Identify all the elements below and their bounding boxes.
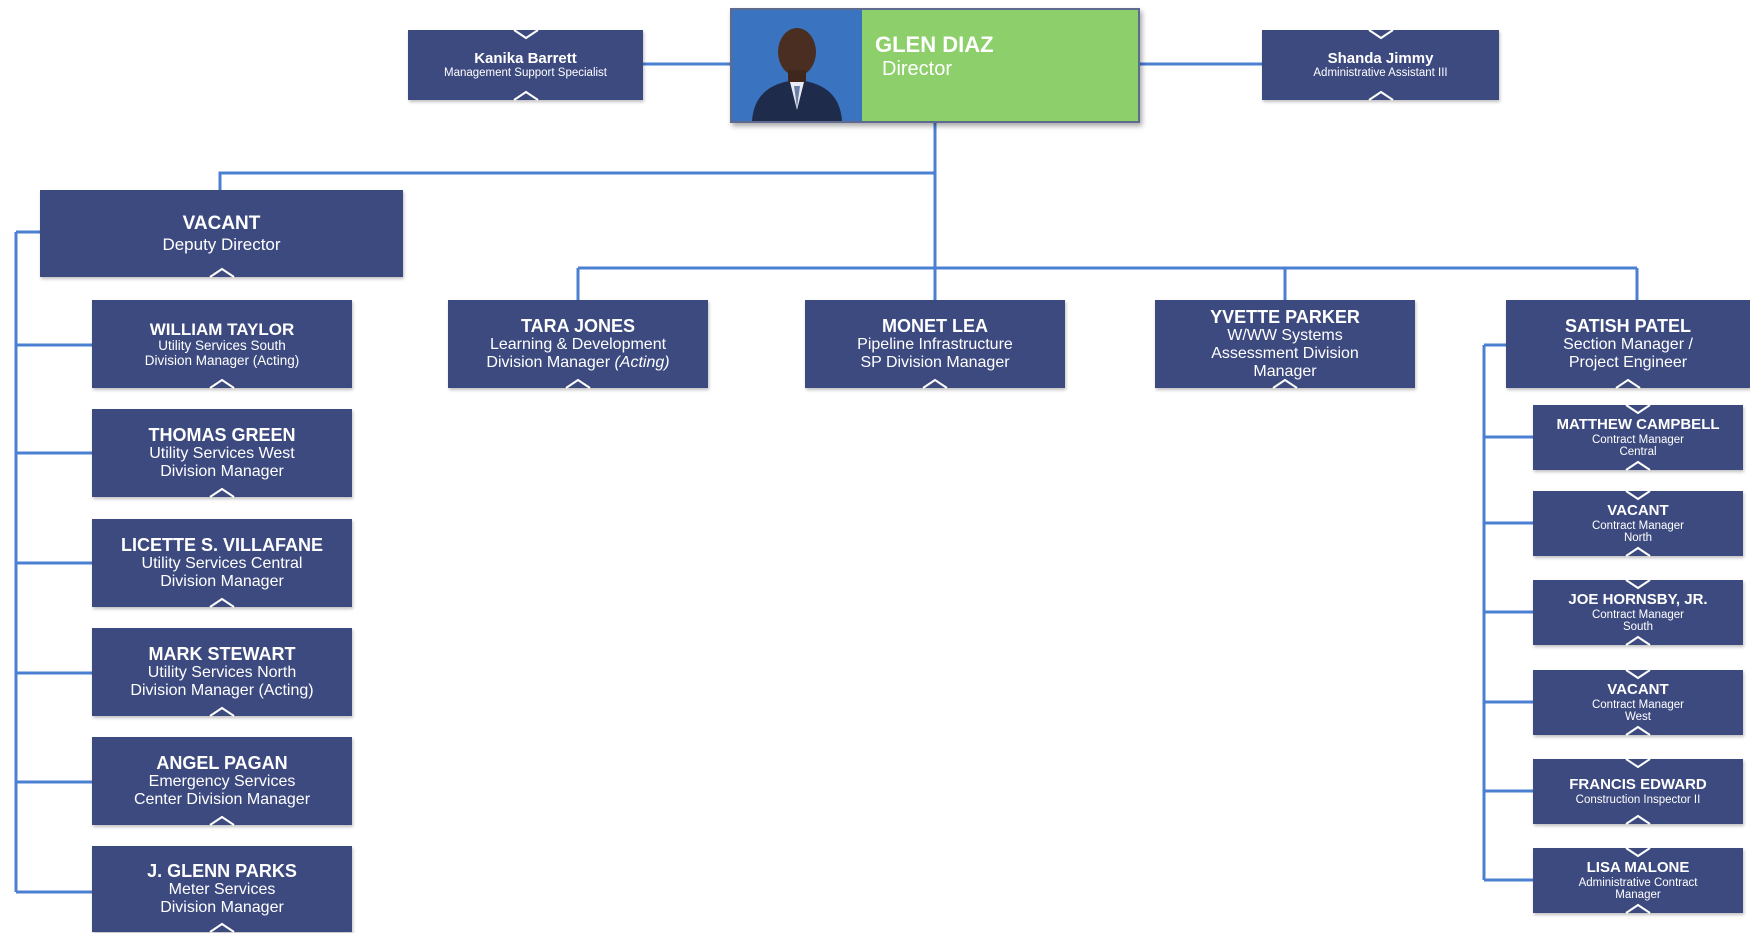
section-report-name: VACANT [1607,502,1669,520]
staff-card-right: Shanda Jimmy Administrative Assistant II… [1262,29,1499,101]
report-title: Emergency Services [148,773,296,791]
section-report-name: LISA MALONE [1586,859,1690,877]
report-title-line2: Division Manager [160,573,284,591]
division-manager-card: YVETTE PARKER W/WW Systems Assessment Di… [1155,300,1415,389]
director-card: GLEN DIAZ Director [730,8,1140,123]
division-manager-card: TARA JONES Learning & Development Divisi… [448,300,708,389]
director-photo [732,10,862,121]
section-report-title: Construction Inspector II [1575,793,1701,806]
section-report-card: VACANT Contract Manager West [1533,669,1743,736]
report-title: Utility Services North [147,664,297,682]
section-report-card: JOE HORNSBY, JR. Contract Manager South [1533,579,1743,646]
staff-title: Management Support Specialist [443,67,607,80]
manager-name: MONET LEA [882,316,988,337]
manager-title-line2: SP Division Manager [860,354,1010,372]
section-report-card: VACANT Contract Manager North [1533,490,1743,557]
report-title-line2: Division Manager (Acting) [144,352,300,368]
section-report-name: JOE HORNSBY, JR. [1568,591,1708,609]
deputy-report-card: ANGEL PAGAN Emergency Services Center Di… [92,737,352,826]
staff-name: Kanika Barrett [474,49,577,67]
person-portrait-icon [732,10,862,121]
deputy-report-card: THOMAS GREEN Utility Services West Divis… [92,409,352,498]
section-report-title: Contract Manager [1591,698,1685,711]
report-title-line2: Division Manager [160,899,284,917]
manager-title-line3: Manager [1253,363,1317,381]
manager-title: Learning & Development [489,336,667,354]
section-report-title-line2: Manager [1615,888,1661,901]
director-title: Director [882,58,953,80]
report-title: Utility Services South [158,338,286,354]
report-title-line2: Center Division Manager [133,791,311,809]
deputy-title: Deputy Director [162,234,281,254]
report-title-line2: Division Manager [160,463,284,481]
manager-name: TARA JONES [520,316,635,337]
staff-title: Administrative Assistant III [1313,67,1448,80]
deputy-name: VACANT [182,213,261,235]
manager-name: YVETTE PARKER [1210,307,1360,328]
section-report-title: Contract Manager [1591,608,1685,621]
section-report-title-line2: South [1622,620,1654,633]
report-name: ANGEL PAGAN [156,753,288,774]
section-report-title: Contract Manager [1591,519,1685,532]
section-report-card: MATTHEW CAMPBELL Contract Manager Centra… [1533,404,1743,471]
report-name: MARK STEWART [148,644,296,665]
deputy-report-card: WILLIAM TAYLOR Utility Services South Di… [92,300,352,389]
section-manager-title-line2: Project Engineer [1568,354,1688,372]
report-title: Meter Services [168,881,276,899]
division-manager-card: MONET LEA Pipeline Infrastructure SP Div… [805,300,1065,389]
report-name: LICETTE S. VILLAFANE [120,535,323,556]
manager-title: W/WW Systems [1227,327,1343,345]
staff-name: Shanda Jimmy [1327,49,1434,67]
report-title-line2: Division Manager (Acting) [130,682,314,700]
section-report-card: LISA MALONE Administrative Contract Mana… [1533,847,1743,914]
section-report-name: FRANCIS EDWARD [1569,776,1707,794]
report-name: THOMAS GREEN [148,425,296,446]
section-report-title-line2: West [1625,710,1651,723]
section-report-title-line2: North [1623,531,1653,544]
report-name: WILLIAM TAYLOR [149,320,295,340]
deputy-report-card: LICETTE S. VILLAFANE Utility Services Ce… [92,519,352,608]
section-report-name: MATTHEW CAMPBELL [1556,416,1720,434]
manager-title-line2: Division Manager [486,354,615,372]
deputy-card: VACANT Deputy Director [40,190,403,278]
section-manager-title: Section Manager / [1563,336,1693,354]
manager-title-line2: Assessment Division [1211,345,1359,363]
deputy-report-card: MARK STEWART Utility Services North Divi… [92,628,352,717]
section-report-title: Administrative Contract [1578,876,1698,889]
section-report-name: VACANT [1607,681,1669,699]
section-report-title-line2: Central [1619,445,1657,458]
section-manager-card: SATISH PATEL Section Manager / Project E… [1506,300,1750,389]
director-name: GLEN DIAZ [875,32,994,57]
report-name: J. GLENN PARKS [147,861,297,882]
report-title: Utility Services Central [141,555,303,573]
manager-title: Pipeline Infrastructure [857,336,1013,354]
section-report-title: Contract Manager [1591,433,1685,446]
report-title: Utility Services West [149,445,295,463]
section-manager-name: SATISH PATEL [1565,316,1691,337]
deputy-report-card: J. GLENN PARKS Meter Services Division M… [92,846,352,933]
section-report-card: FRANCIS EDWARD Construction Inspector II [1533,758,1743,825]
acting-note: (Acting) [614,354,670,372]
staff-card-left: Kanika Barrett Management Support Specia… [408,29,643,101]
